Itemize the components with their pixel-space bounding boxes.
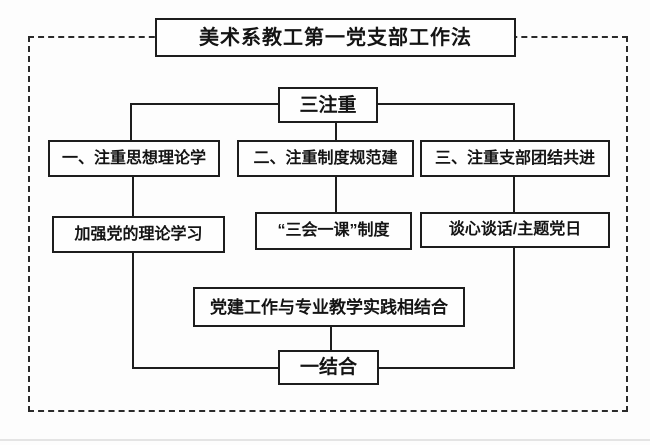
column-1-heading-node: 一、注重思想理论学 <box>48 140 220 177</box>
column-1-detail-node: 加强党的理论学习 <box>52 216 225 253</box>
column-3-heading-node: 三、注重支部团结共进 <box>420 140 610 177</box>
column-3-detail-node: 谈心谈话/主题党日 <box>420 212 610 248</box>
connector-vertical-middle-upper <box>335 121 337 141</box>
connector-column1-heading-detail <box>132 176 134 217</box>
connector-vertical-right-lower <box>513 247 515 369</box>
column-2-detail-node: “三会一课”制度 <box>255 212 412 250</box>
column-2-heading-node: 二、注重制度规范建 <box>237 140 414 177</box>
page-edge-line <box>0 439 650 441</box>
connector-vertical-left-lower <box>132 252 134 369</box>
one-combination-node: 一结合 <box>278 350 379 385</box>
connector-integration-bottom <box>330 326 332 351</box>
connector-vertical-left-upper <box>130 103 132 141</box>
connector-vertical-right-upper <box>513 103 515 141</box>
connector-column2-heading-detail <box>335 176 337 213</box>
diagram-title-box: 美术系教工第一党支部工作法 <box>155 18 516 57</box>
integration-node: 党建工作与专业教学实践相结合 <box>193 287 465 327</box>
connector-bottom-horizontal-left <box>132 367 279 369</box>
connector-top-horizontal-left <box>130 103 278 105</box>
three-focus-node: 三注重 <box>278 87 378 123</box>
connector-bottom-horizontal-right <box>378 367 515 369</box>
connector-top-horizontal-right <box>378 103 515 105</box>
connector-column3-heading-detail <box>513 176 515 213</box>
